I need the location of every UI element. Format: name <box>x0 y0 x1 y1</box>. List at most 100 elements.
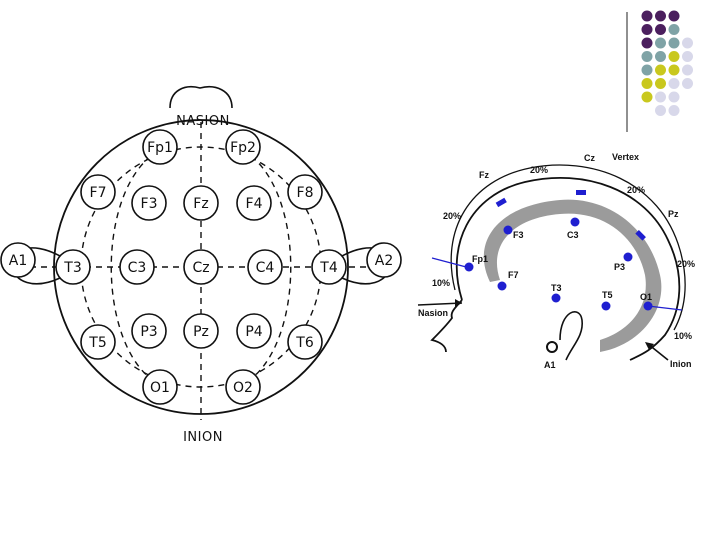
electrode-t4: T4 <box>312 250 346 284</box>
decorative-dot <box>642 78 653 89</box>
decorative-dot <box>682 78 693 89</box>
side-electrode-a1: A1 <box>544 360 556 370</box>
side-electrode-label-p3: P3 <box>614 262 625 272</box>
electrode-p4: P4 <box>237 314 271 348</box>
ear-canal <box>547 342 557 352</box>
decorative-dot <box>642 65 653 76</box>
electrode-label-t6: T6 <box>295 335 314 351</box>
electrode-t6: T6 <box>288 325 322 359</box>
electrode-p3: P3 <box>132 314 166 348</box>
percent-label-bottom-left: 10% <box>432 278 450 288</box>
side-electrode-label-a1: A1 <box>544 360 556 370</box>
side-electrode-t3: T3 <box>551 283 562 303</box>
percent-label-top: 20% <box>530 165 548 175</box>
decorative-dot <box>669 51 680 62</box>
side-electrode-pz: Pz <box>668 209 679 219</box>
decorative-dot <box>655 51 666 62</box>
electrode-fp1: Fp1 <box>143 130 177 164</box>
electrode-fp2: Fp2 <box>226 130 260 164</box>
electrode-label-p4: P4 <box>245 324 262 340</box>
electrode-label-t5: T5 <box>88 335 106 351</box>
electrode-f7: F7 <box>81 175 115 209</box>
side-electrode-label-fp1: Fp1 <box>472 254 488 264</box>
inion-label: INION <box>183 430 223 445</box>
decorative-dot <box>669 24 680 35</box>
decorative-dot <box>669 38 680 49</box>
electrode-label-p3: P3 <box>140 324 157 340</box>
decorative-dot <box>642 24 653 35</box>
electrode-f8: F8 <box>288 175 322 209</box>
electrode-label-fp1: Fp1 <box>147 140 173 156</box>
electrode-label-a2: A2 <box>375 253 393 269</box>
electrode-label-c4: C4 <box>256 260 275 276</box>
side-electrode-dot <box>552 294 561 303</box>
electrode-label-o2: O2 <box>233 380 253 396</box>
nose-outline <box>170 87 232 108</box>
electrode-label-f8: F8 <box>297 185 314 201</box>
decorative-dot <box>655 78 666 89</box>
inion-side-label: Inion <box>670 359 692 369</box>
side-electrode-label-t5: T5 <box>602 290 613 300</box>
side-electrode-dot <box>498 282 507 291</box>
side-electrode-dot <box>504 226 513 235</box>
decorative-dot <box>669 105 680 116</box>
side-electrode-label-pz: Pz <box>668 209 679 219</box>
vertex-label: Vertex <box>612 152 639 162</box>
percent-label-right: 20% <box>677 259 695 269</box>
electrode-label-pz: Pz <box>193 324 209 340</box>
decorative-dot <box>642 38 653 49</box>
decorative-dot <box>642 92 653 103</box>
electrode-a2: A2 <box>367 243 401 277</box>
electrode-t5: T5 <box>81 325 115 359</box>
decorative-dot <box>655 38 666 49</box>
side-electrode-f7: F7 <box>498 270 519 291</box>
side-electrode-fz: Fz <box>479 170 489 180</box>
electrode-o1: O1 <box>143 370 177 404</box>
decorative-dot <box>655 65 666 76</box>
side-electrode-label-c3: C3 <box>567 230 579 240</box>
side-electrode-dot <box>624 253 633 262</box>
side-view-diagram: Vertex Nasion Inion 20% 20% 20% 20% 10% … <box>418 152 695 370</box>
electrode-t3: T3 <box>56 250 90 284</box>
nasion-label: NASION <box>176 114 230 129</box>
electrode-label-t3: T3 <box>63 260 81 276</box>
side-electrode-label-fz: Fz <box>479 170 489 180</box>
electrode-label-fp2: Fp2 <box>230 140 256 156</box>
side-electrode-label-cz: Cz <box>584 153 595 163</box>
electrode-label-o1: O1 <box>150 380 170 396</box>
electrode-pz: Pz <box>184 314 218 348</box>
decorative-dot <box>669 11 680 22</box>
percent-label-upper-right: 20% <box>627 185 645 195</box>
side-electrode-label-f7: F7 <box>508 270 519 280</box>
electrode-fz: Fz <box>184 186 218 220</box>
cz-marker <box>576 190 586 195</box>
electrode-label-f4: F4 <box>246 196 263 212</box>
electrode-o2: O2 <box>226 370 260 404</box>
side-electrode-dot <box>571 218 580 227</box>
decorative-dot <box>642 11 653 22</box>
side-electrode-label-t3: T3 <box>551 283 562 293</box>
electrode-c3: C3 <box>120 250 154 284</box>
side-electrode-p3: P3 <box>614 253 633 273</box>
side-electrode-c3: C3 <box>567 218 580 241</box>
electrode-label-cz: Cz <box>192 260 209 276</box>
percent-label-bottom-right: 10% <box>674 331 692 341</box>
decorative-dot <box>682 65 693 76</box>
electrode-label-c3: C3 <box>128 260 147 276</box>
side-electrode-cz: Cz <box>584 153 595 163</box>
decorative-dot <box>655 92 666 103</box>
decorative-dot <box>655 11 666 22</box>
side-electrode-dot <box>644 302 653 311</box>
electrode-label-a1: A1 <box>9 253 27 269</box>
decorative-dot-grid <box>642 11 694 117</box>
percent-label-left: 20% <box>443 211 461 221</box>
decorative-dot <box>669 78 680 89</box>
electrode-label-t4: T4 <box>319 260 338 276</box>
nasion-side-label: Nasion <box>418 308 448 318</box>
electrode-label-fz: Fz <box>193 196 208 212</box>
decorative-dot <box>655 24 666 35</box>
decorative-dot <box>669 92 680 103</box>
side-electrode-label-f3: F3 <box>513 230 524 240</box>
